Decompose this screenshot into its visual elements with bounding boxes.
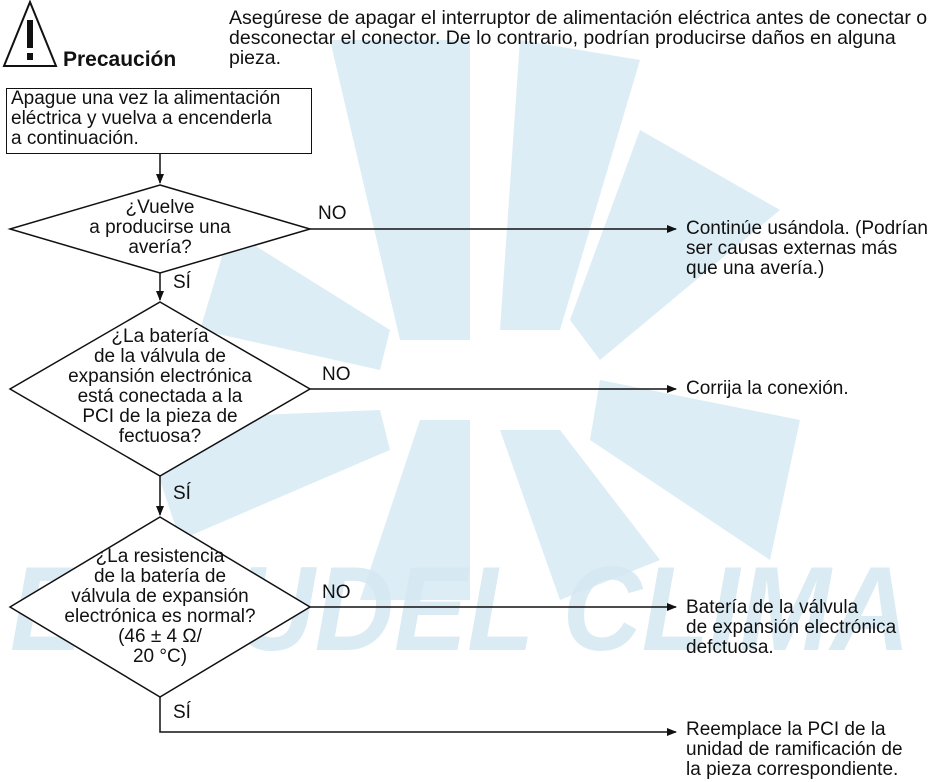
decision-2-yes-label: SÍ xyxy=(173,483,191,504)
warning-triangle-icon xyxy=(2,0,58,67)
start-box: Apague una vez la alimentación eléctrica… xyxy=(6,88,312,154)
result-3-text: Batería de la válvula de expansión elect… xyxy=(686,597,897,658)
decision-3-text: ¿La resistencia de la batería de válvula… xyxy=(64,546,256,667)
result-2-text: Corrija la conexión. xyxy=(686,378,849,399)
result-1-text: Continúe usándola. (Podrían ser causas e… xyxy=(686,218,928,279)
arrow-decision-3-yes xyxy=(159,697,677,736)
decision-2-text: ¿La batería de la válvula de expansión e… xyxy=(68,326,252,447)
result-4-text: Reemplace la PCI de la unidad de ramific… xyxy=(686,719,903,780)
caution-label: Precaución xyxy=(63,48,177,71)
decision-3-no-label: NO xyxy=(322,582,351,603)
decision-2-no-label: NO xyxy=(322,364,351,385)
caution-text: Asegúrese de apagar el interruptor de al… xyxy=(229,7,928,69)
decision-1-yes-label: SÍ xyxy=(173,272,191,293)
decision-1-text: ¿Vuelve a producirse una avería? xyxy=(89,197,231,258)
decision-1-no-label: NO xyxy=(318,203,347,224)
decision-3-yes-label: SÍ xyxy=(173,702,191,723)
